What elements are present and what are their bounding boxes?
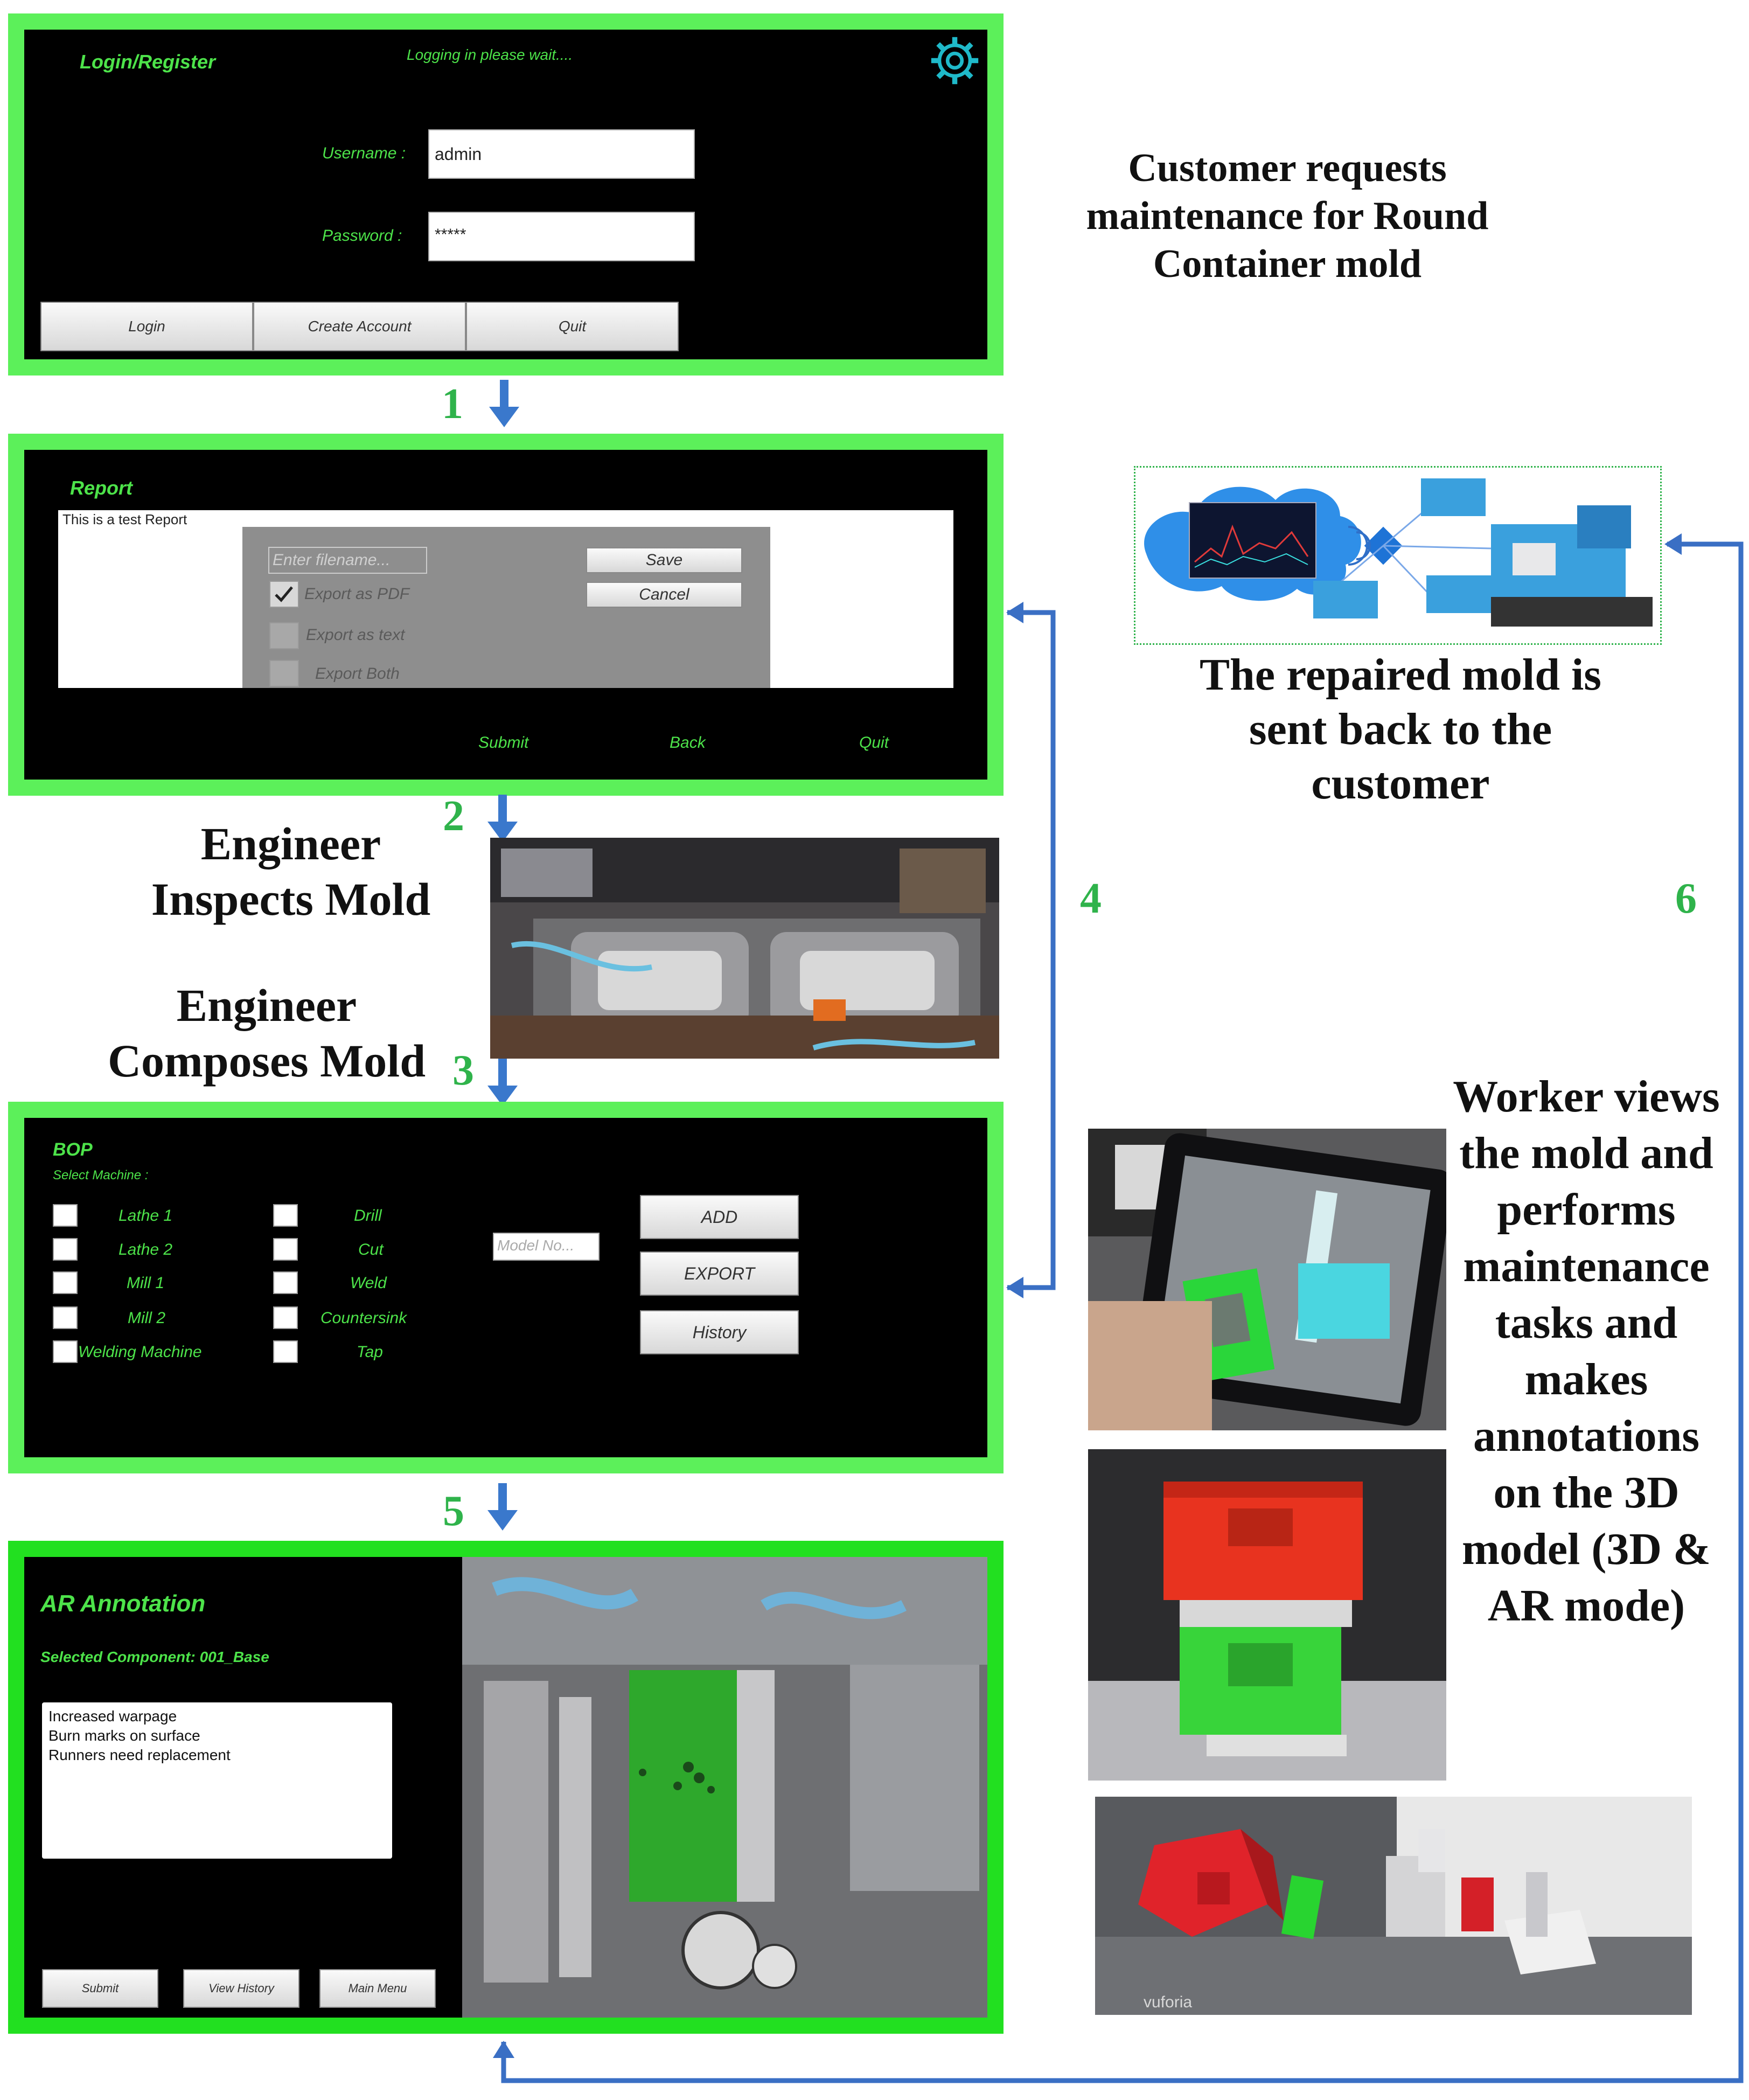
ar-notes-box[interactable]: Increased warpage Burn marks on surface …	[42, 1702, 392, 1859]
arrow-to-report-icon	[1006, 602, 1023, 623]
username-label: Username :	[322, 144, 406, 162]
export-pdf-checkbox[interactable]	[269, 581, 299, 608]
export-both-label: Export Both	[315, 665, 400, 683]
ar-title: AR Annotation	[40, 1590, 206, 1617]
lathe1-checkbox[interactable]	[53, 1204, 78, 1227]
bop-subtitle: Select Machine :	[53, 1168, 149, 1183]
export-text-label: Export as text	[306, 626, 405, 644]
drill-label: Drill	[354, 1207, 382, 1225]
weld-label: Weld	[350, 1274, 387, 1292]
ar-note-item: Runners need replacement	[48, 1746, 231, 1763]
composes-text: Engineer Composes Mold	[107, 979, 426, 1087]
tap-checkbox[interactable]	[273, 1340, 298, 1363]
login-button[interactable]: Login	[40, 302, 253, 351]
arrow-to-ar-panel-icon	[493, 2041, 514, 2058]
cut-checkbox[interactable]	[273, 1238, 298, 1261]
weld-checkbox[interactable]	[273, 1271, 298, 1294]
mold-inspection-photo	[490, 838, 999, 1059]
injection-machines-image	[1134, 466, 1662, 645]
loop-6-line	[501, 541, 1744, 2083]
model-number-input[interactable]: Model No...	[493, 1233, 600, 1261]
drill-checkbox[interactable]	[273, 1204, 298, 1227]
repaired-mold-text: The repaired mold is sent back to the cu…	[1200, 650, 1601, 809]
down-arrow-5-icon	[487, 1483, 518, 1534]
save-button[interactable]: Save	[586, 547, 742, 573]
countersink-label: Countersink	[320, 1309, 407, 1327]
step-5-label: 5	[443, 1487, 464, 1535]
vuforia-ar-photo: vuforia	[1095, 1797, 1692, 2015]
ar-tablet-photo	[1088, 1129, 1446, 1430]
mill2-label: Mill 2	[128, 1309, 166, 1327]
cut-label: Cut	[358, 1241, 384, 1258]
login-status: Logging in please wait....	[407, 46, 573, 63]
mill1-label: Mill 1	[127, 1274, 165, 1292]
export-button[interactable]: EXPORT	[640, 1251, 799, 1296]
loop-4-line	[1007, 610, 1056, 1290]
mill1-checkbox[interactable]	[53, 1271, 78, 1294]
lathe2-label: Lathe 2	[119, 1241, 173, 1258]
down-arrow-2-icon	[487, 795, 518, 846]
report-back-link[interactable]: Back	[670, 734, 706, 752]
step-6-label: 6	[1675, 875, 1697, 922]
bop-panel	[8, 1102, 1004, 1473]
quit-button[interactable]: Quit	[466, 302, 679, 351]
ar-view-history-button[interactable]: View History	[183, 1969, 299, 2008]
report-submit-link[interactable]: Submit	[478, 734, 529, 752]
export-pdf-label: Export as PDF	[304, 585, 410, 603]
report-title: Report	[70, 477, 133, 499]
down-arrow-3-icon	[487, 1059, 518, 1110]
cancel-button[interactable]: Cancel	[586, 582, 742, 608]
worker-text: Worker views the mold and performs maint…	[1453, 1072, 1720, 1631]
welding-machine-checkbox[interactable]	[53, 1340, 78, 1363]
create-account-button[interactable]: Create Account	[253, 302, 466, 351]
ar-camera-view	[462, 1557, 987, 2018]
ar-main-menu-button[interactable]: Main Menu	[319, 1969, 436, 2008]
check-icon	[275, 586, 293, 602]
lathe1-label: Lathe 1	[119, 1207, 173, 1225]
arrow-to-repaired-icon	[1664, 533, 1682, 555]
report-quit-link[interactable]: Quit	[859, 734, 889, 752]
export-both-checkbox[interactable]	[269, 660, 299, 687]
step-1-label: 1	[442, 380, 463, 428]
password-label: Password :	[322, 227, 402, 245]
history-button[interactable]: History	[640, 1310, 799, 1354]
welding-machine-label: Welding Machine	[78, 1343, 202, 1361]
arrow-to-bop-icon	[1006, 1277, 1023, 1298]
countersink-checkbox[interactable]	[273, 1306, 298, 1329]
inspects-text: Engineer Inspects Mold	[151, 818, 431, 926]
customer-request-text: Customer requests maintenance for Round …	[1086, 146, 1489, 286]
down-arrow-1-icon	[489, 380, 519, 431]
export-text-checkbox[interactable]	[269, 622, 299, 649]
ar-note-item: Increased warpage	[48, 1708, 177, 1724]
mill2-checkbox[interactable]	[53, 1306, 78, 1329]
ar-submit-button[interactable]: Submit	[42, 1969, 158, 2008]
step-3-label: 3	[452, 1047, 474, 1094]
bop-title: BOP	[53, 1139, 93, 1160]
3d-model-photo	[1088, 1449, 1446, 1781]
password-input[interactable]: *****	[428, 212, 695, 261]
filename-input[interactable]: Enter filename...	[268, 547, 427, 574]
vuforia-watermark: vuforia	[1144, 1993, 1193, 2011]
tap-label: Tap	[357, 1343, 383, 1361]
ar-selected-component: Selected Component: 001_Base	[40, 1649, 269, 1665]
gear-icon[interactable]	[929, 35, 980, 86]
add-button[interactable]: ADD	[640, 1195, 799, 1239]
username-input[interactable]: admin	[428, 129, 695, 179]
ar-note-item: Burn marks on surface	[48, 1727, 200, 1744]
lathe2-checkbox[interactable]	[53, 1238, 78, 1261]
login-title: Login/Register	[80, 51, 216, 73]
step-4-label: 4	[1080, 875, 1102, 922]
step-2-label: 2	[443, 792, 464, 840]
